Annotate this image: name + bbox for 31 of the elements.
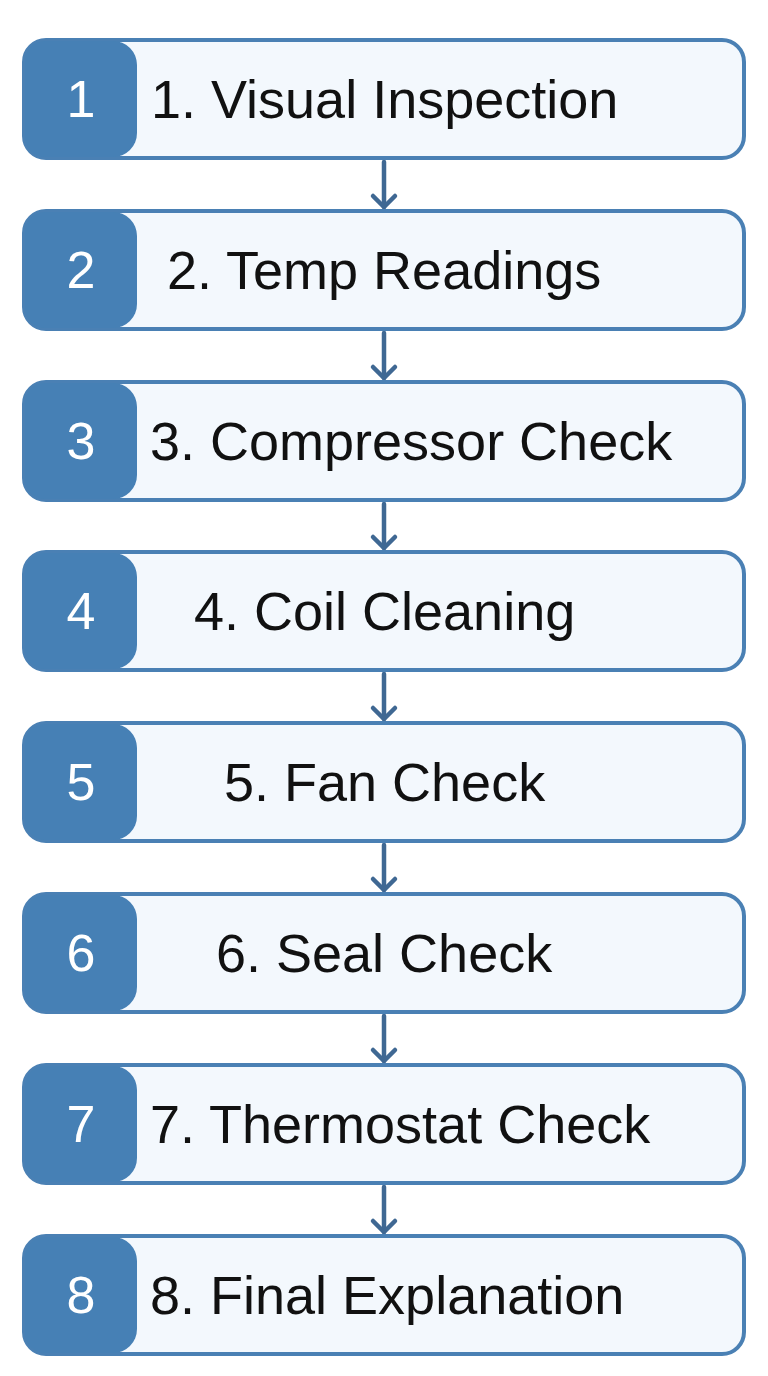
step-title: 6. Seal Check: [216, 922, 553, 985]
step-number: 8: [25, 1237, 137, 1353]
step-title: 4. Coil Cleaning: [194, 580, 576, 643]
step-title: 5. Fan Check: [224, 751, 546, 814]
step-number: 4: [25, 553, 137, 669]
step-title: 3. Compressor Check: [150, 410, 673, 473]
process-box: [22, 38, 746, 160]
step-title: 7. Thermostat Check: [150, 1093, 651, 1156]
step-title: 8. Final Explanation: [150, 1264, 625, 1327]
process-box: [22, 721, 746, 843]
arrow: [370, 671, 398, 722]
arrow: [370, 1013, 398, 1064]
arrow: [370, 159, 398, 210]
step-number: 2: [25, 212, 137, 328]
process-box: [22, 209, 746, 331]
process-box: [22, 892, 746, 1014]
process-box: [22, 1234, 746, 1356]
step-title: 2. Temp Readings: [167, 239, 602, 302]
step-number: 5: [25, 724, 137, 840]
process-box: [22, 380, 746, 502]
arrow: [370, 842, 398, 893]
process-box: [22, 550, 746, 672]
arrow: [370, 1184, 398, 1235]
arrow: [370, 501, 398, 551]
step-number: 7: [25, 1066, 137, 1182]
step-number: 3: [25, 383, 137, 499]
process-box: [22, 1063, 746, 1185]
step-number: 6: [25, 895, 137, 1011]
step-number: 1: [25, 41, 137, 157]
step-title: 1. Visual Inspection: [151, 68, 619, 131]
arrow: [370, 330, 398, 381]
